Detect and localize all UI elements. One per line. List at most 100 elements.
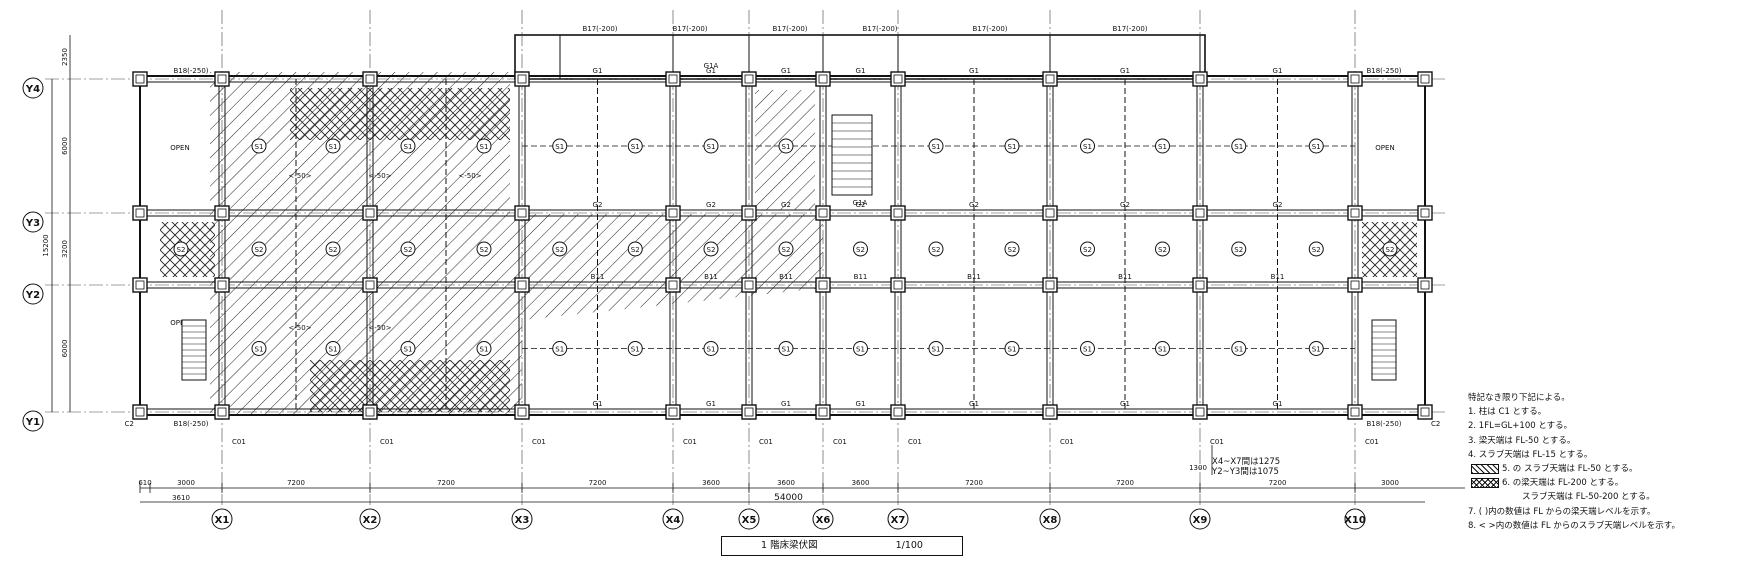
column-core xyxy=(668,74,678,84)
column-core xyxy=(1045,407,1055,417)
crosshatch-swatch-icon xyxy=(1471,477,1499,488)
slab-mark xyxy=(251,138,267,154)
column xyxy=(214,277,230,293)
column xyxy=(1192,404,1208,420)
x-axis-label: X5 xyxy=(742,515,757,526)
slab-mark-label: S2 xyxy=(404,246,413,254)
dimension-total: 15200 xyxy=(42,234,50,256)
column-core xyxy=(135,280,145,290)
slab-mark xyxy=(1004,138,1020,154)
hatch-swatch-icon xyxy=(1471,463,1499,474)
column-core xyxy=(893,280,903,290)
column-core xyxy=(1420,280,1430,290)
column xyxy=(514,205,530,221)
column-core xyxy=(1045,208,1055,218)
column-core xyxy=(135,407,145,417)
column-core xyxy=(217,208,227,218)
slab-mark-label: S1 xyxy=(1158,346,1167,354)
slab-mark-label: S1 xyxy=(404,143,413,151)
girder-label: G1 xyxy=(1273,400,1283,408)
slab-mark-label: S2 xyxy=(707,246,716,254)
dimension-value: 2350 xyxy=(61,48,69,66)
slab-mark-label: S1 xyxy=(932,143,941,151)
slab-mark xyxy=(778,138,794,154)
slab-mark-label: S1 xyxy=(1312,346,1321,354)
x-axis-bubble xyxy=(738,508,760,530)
slab-mark xyxy=(1155,341,1170,356)
crosshatch-zone xyxy=(310,360,510,412)
girder-label: G2 xyxy=(856,201,866,209)
column-core xyxy=(1045,74,1055,84)
slab-mark-label: S2 xyxy=(255,246,264,254)
slab-marks: S1S2S1S1S2S1S1S2S1S1S2S1S1S2S1S1S2S1S1S2… xyxy=(125,25,1441,446)
slab-mark-label: S1 xyxy=(1158,143,1167,151)
slab-mark xyxy=(703,341,719,356)
column xyxy=(741,205,757,221)
slab-mark xyxy=(928,241,944,257)
beam-label: B17(-200) xyxy=(972,25,1007,33)
dimension-value: 6000 xyxy=(61,340,69,358)
girder-label: G1 xyxy=(781,400,791,408)
x-axis-bubble xyxy=(511,508,533,530)
y-axis-bubble xyxy=(22,211,44,233)
beam-label: B17(-200) xyxy=(862,25,897,33)
column-core xyxy=(365,407,375,417)
column-core xyxy=(893,407,903,417)
note-item-hatch: 5. の スラブ天端は FL-50 とする。 xyxy=(1468,462,1740,476)
slab-mark-label: S1 xyxy=(480,143,489,151)
beam-label: B18(-250) xyxy=(173,420,208,428)
x-axis-bubble xyxy=(662,508,684,530)
y-axis-bubble xyxy=(22,77,44,99)
slab-mark xyxy=(928,341,944,356)
dimension-value: 6000 xyxy=(61,137,69,155)
column xyxy=(132,205,148,221)
y-axis-bubble xyxy=(22,410,44,432)
beam-label: B18(-250) xyxy=(1366,67,1401,75)
x-axis-label: X1 xyxy=(215,515,230,526)
slab-mark-label: S2 xyxy=(631,246,640,254)
dimension-value: 7200 xyxy=(1269,479,1287,487)
slab-mark xyxy=(173,241,189,257)
column-core xyxy=(1420,407,1430,417)
slab-mark-label: S1 xyxy=(631,346,640,354)
slab-mark xyxy=(1231,341,1247,356)
slab-mark xyxy=(1155,138,1170,154)
column-core xyxy=(1350,280,1360,290)
dimension-value: 7200 xyxy=(1116,479,1134,487)
column xyxy=(362,205,378,221)
girder-label: G1 xyxy=(706,67,716,75)
slab-mark xyxy=(325,341,341,356)
dimension-value: 3000 xyxy=(1381,479,1399,487)
column-core xyxy=(818,208,828,218)
column xyxy=(214,71,230,87)
column xyxy=(514,404,530,420)
slab-mark-label: S2 xyxy=(555,246,564,254)
dimension-total: 54000 xyxy=(774,493,803,503)
dimension-value: 3600 xyxy=(702,479,720,487)
column-core xyxy=(1350,74,1360,84)
open-label: OPEN xyxy=(1375,144,1394,152)
x-axis-bubble xyxy=(812,508,834,530)
x-axis-label: X6 xyxy=(816,515,831,526)
column xyxy=(815,205,831,221)
column xyxy=(1042,404,1058,420)
column xyxy=(815,71,831,87)
slab-level-label: <-50> xyxy=(368,324,391,332)
column xyxy=(890,404,906,420)
slab-mark xyxy=(1004,241,1020,257)
column-tag: C01 xyxy=(532,438,546,446)
columns xyxy=(132,71,1433,420)
note-item: 8. < >内の数値は FL からのスラブ天端レベルを示す。 xyxy=(1468,520,1680,531)
general-notes: 特記なき限り下記による。 1. 柱は C1 とする。 2. 1FL=GL+100… xyxy=(1468,391,1740,533)
girder-label: G1 xyxy=(593,400,603,408)
dimension-value: 7200 xyxy=(589,479,607,487)
girder-label: G1 xyxy=(1273,67,1283,75)
slab-mark-label: S1 xyxy=(1083,346,1092,354)
girder-label: G1 xyxy=(969,400,979,408)
open-label: OPEN xyxy=(170,319,189,327)
level-note-line2: Y2~Y3間は1075 xyxy=(1212,467,1279,477)
column-core xyxy=(744,74,754,84)
column-core xyxy=(744,407,754,417)
beam-label: B11 xyxy=(1271,273,1285,281)
